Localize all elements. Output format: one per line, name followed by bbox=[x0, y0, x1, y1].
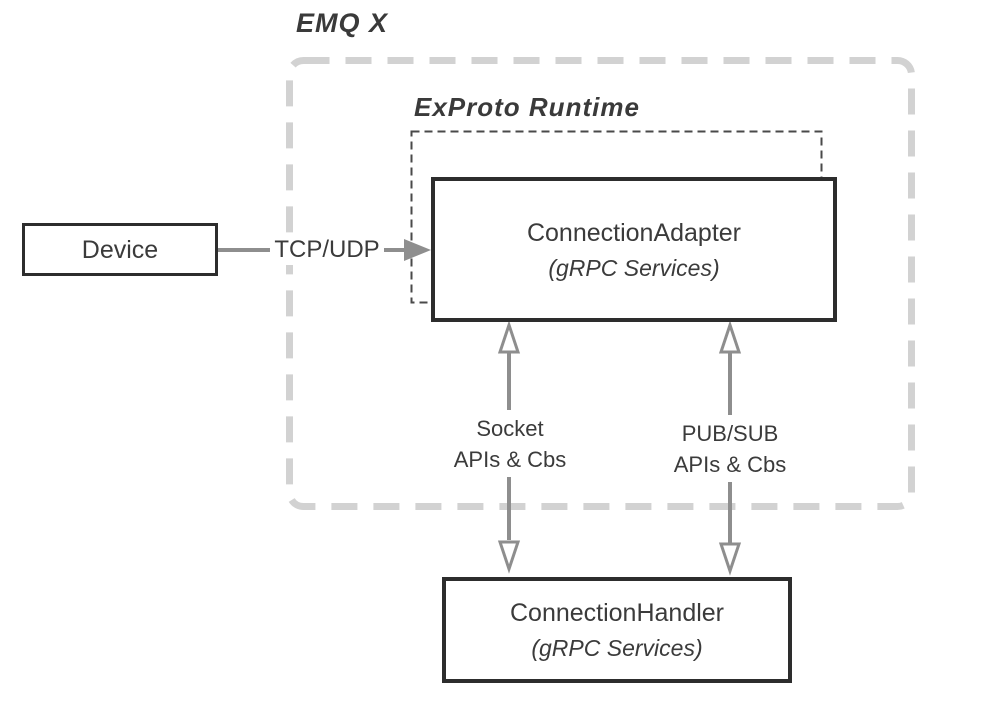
connection-adapter-title: ConnectionAdapter bbox=[526, 218, 742, 247]
socket-arrowhead-down-icon bbox=[497, 540, 521, 574]
device-box: Device bbox=[22, 223, 218, 276]
connection-adapter-subtitle: (gRPC Services) bbox=[548, 254, 720, 281]
emqx-boundary bbox=[286, 57, 915, 510]
connection-adapter-box: ConnectionAdapter (gRPC Services) bbox=[431, 177, 837, 322]
pubsub-apis-label: PUB/SUB APIs & Cbs bbox=[655, 418, 805, 480]
tcp-udp-arrow bbox=[218, 239, 431, 261]
emqx-group-label: EMQ X bbox=[296, 8, 389, 38]
emqx-boundary-rect bbox=[286, 57, 915, 510]
connection-handler-box: ConnectionHandler (gRPC Services) bbox=[442, 577, 792, 683]
tcp-udp-label: TCP/UDP bbox=[270, 235, 384, 265]
socket-apis-label-line1: Socket bbox=[476, 416, 544, 441]
pubsub-apis-label-line2: APIs & Cbs bbox=[673, 452, 787, 477]
socket-apis-label-line2: APIs & Cbs bbox=[453, 447, 567, 472]
pubsub-arrowhead-up-icon bbox=[718, 320, 742, 354]
pubsub-arrowhead-down-icon bbox=[718, 542, 742, 576]
connection-handler-subtitle: (gRPC Services) bbox=[531, 635, 703, 661]
tcp-udp-arrowhead-icon bbox=[404, 239, 431, 261]
exproto-runtime-label: ExProto Runtime bbox=[414, 92, 640, 122]
socket-apis-label: Socket APIs & Cbs bbox=[440, 413, 580, 475]
pubsub-arrow bbox=[718, 320, 742, 576]
socket-arrow bbox=[497, 320, 521, 574]
connection-handler-title: ConnectionHandler bbox=[509, 599, 725, 627]
socket-arrowhead-up-icon bbox=[497, 320, 521, 354]
pubsub-apis-label-line1: PUB/SUB bbox=[681, 421, 779, 446]
device-box-label: Device bbox=[81, 235, 159, 264]
